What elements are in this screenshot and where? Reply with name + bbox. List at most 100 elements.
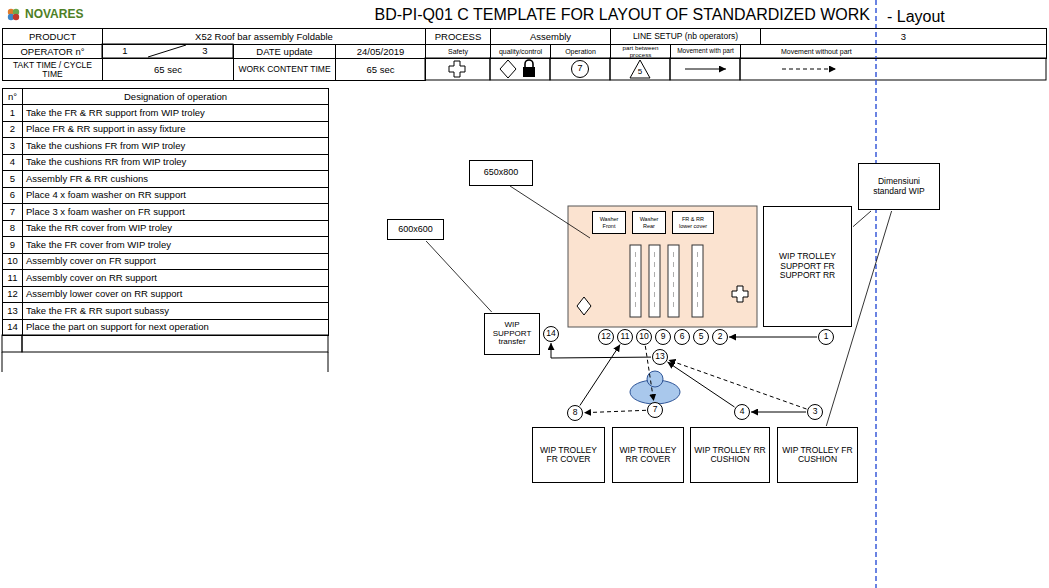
lock-body bbox=[523, 67, 535, 77]
strip-mark bbox=[673, 302, 674, 307]
callout-number: 3 bbox=[813, 407, 818, 416]
legend-heading: Safety bbox=[425, 44, 491, 59]
strip-mark bbox=[673, 292, 674, 297]
callout-leader bbox=[510, 186, 590, 238]
wip-support: WIP SUPPORT transfer bbox=[484, 313, 540, 355]
header-cell: PROCESS bbox=[425, 28, 491, 45]
operation-number: 4 bbox=[2, 154, 23, 172]
quality-diamond bbox=[500, 60, 516, 78]
strip-mark bbox=[654, 292, 655, 297]
symbol-cell bbox=[670, 58, 740, 80]
operator-number: 1 bbox=[110, 44, 140, 58]
header-cell: LINE SETUP (nb operators) bbox=[610, 28, 761, 45]
quality-diamond bbox=[577, 297, 591, 315]
operator-figure bbox=[630, 371, 680, 404]
fixture-strip bbox=[630, 245, 641, 317]
operation-number: 3 bbox=[2, 137, 23, 155]
header-cell: X52 Roof bar assembly Foldable bbox=[102, 28, 426, 45]
strip-mark bbox=[635, 262, 636, 267]
box-label: 5 bbox=[638, 68, 642, 77]
operation-number: 5 bbox=[2, 170, 23, 188]
callout-number: 5 bbox=[699, 332, 704, 341]
step-number: 7 bbox=[647, 402, 663, 418]
wip-trolley: WIP TROLLEY FR CUSHION bbox=[777, 427, 858, 483]
fixture-part-box: FR & RR lower cover bbox=[672, 211, 714, 234]
logo-text: NOVARES bbox=[22, 5, 112, 23]
box-label: WIP TROLLEY RR COVER bbox=[615, 446, 681, 465]
box-label: FR & RR lower cover bbox=[675, 216, 711, 228]
note-callout: Dimensiuni standard WIP bbox=[858, 163, 940, 210]
fixture-strip bbox=[692, 245, 703, 317]
step-number: 4 bbox=[734, 404, 750, 420]
operation-number: 6 bbox=[2, 187, 23, 205]
table-border bbox=[2, 352, 3, 372]
symbol-cell bbox=[550, 58, 610, 80]
header-cell: PRODUCT bbox=[2, 28, 103, 45]
triangle-outline bbox=[630, 60, 650, 78]
movement-with-part bbox=[729, 337, 817, 338]
operation-text: Place 3 x foam washer on FR support bbox=[22, 203, 329, 221]
strip-mark bbox=[673, 262, 674, 267]
callout-number: 7 bbox=[577, 64, 582, 74]
operation-number: 14 bbox=[2, 319, 23, 337]
symbol-cell bbox=[740, 58, 1046, 80]
operation-text: Take the cushions FR from WIP troley bbox=[22, 137, 329, 155]
callout-number: 8 bbox=[573, 408, 578, 417]
step-number: 3 bbox=[807, 404, 823, 420]
title-suffix: - Layout bbox=[884, 6, 984, 28]
movement-with-part-arrow bbox=[685, 69, 726, 70]
table-header: Designation of operation bbox=[22, 88, 329, 105]
callout-number: 11 bbox=[621, 332, 630, 341]
strip-mark bbox=[654, 262, 655, 267]
strip-mark bbox=[654, 282, 655, 287]
movement-without-part bbox=[584, 410, 646, 412]
dimension-callout: 650x800 bbox=[469, 160, 533, 186]
wip-trolley: WIP TROLLEY RR COVER bbox=[612, 427, 684, 483]
step-number: 6 bbox=[674, 329, 690, 345]
box-label: Washer Front bbox=[595, 216, 623, 228]
fixture-part-box: Washer Front bbox=[592, 211, 626, 234]
callout-number: 9 bbox=[661, 332, 666, 341]
strip-mark bbox=[697, 292, 698, 297]
strip-mark bbox=[697, 302, 698, 307]
lock-shackle bbox=[525, 60, 533, 67]
strip-mark bbox=[635, 282, 636, 287]
legend-heading: quality/control bbox=[490, 44, 551, 59]
movement-with-part bbox=[751, 412, 806, 413]
header-cell: WORK CONTENT TIME bbox=[233, 58, 336, 81]
callout-number: 4 bbox=[740, 407, 745, 416]
fixture-strips bbox=[630, 245, 703, 317]
header-cell: 65 sec bbox=[102, 58, 234, 81]
strip-mark bbox=[697, 252, 698, 257]
operation-number: 7 bbox=[2, 203, 23, 221]
strip-mark bbox=[635, 272, 636, 277]
leader-line bbox=[853, 211, 871, 227]
operation-number: 8 bbox=[2, 220, 23, 238]
empty-cell bbox=[22, 335, 328, 352]
safety-cross bbox=[732, 286, 748, 302]
fixture-strip bbox=[668, 245, 679, 317]
movement-without-part bbox=[669, 360, 807, 409]
strip-mark bbox=[635, 302, 636, 307]
leader-line bbox=[426, 241, 492, 312]
operation-text: Take the FR & RR suport subassy bbox=[22, 302, 329, 320]
operator-count: 3 bbox=[190, 44, 220, 58]
table-header: n° bbox=[2, 88, 23, 105]
step-number: 12 bbox=[598, 329, 614, 345]
box-label: 650x800 bbox=[484, 168, 519, 178]
callout-number: 7 bbox=[653, 405, 658, 414]
logo-icon bbox=[8, 9, 19, 20]
wip-trolley: WIP TROLLEY SUPPORT FR SUPPORT RR bbox=[763, 206, 852, 327]
box-label: WIP TROLLEY RR CUSHION bbox=[693, 446, 767, 465]
legend-heading: part between process bbox=[610, 44, 671, 59]
fixture-part-box: Washer Rear bbox=[632, 211, 666, 234]
operation-number: 9 bbox=[2, 236, 23, 254]
wip-trolley: WIP TROLLEY RR CUSHION bbox=[690, 427, 770, 483]
operation-number: 1 bbox=[2, 104, 23, 122]
empty-cell bbox=[2, 335, 22, 352]
strip-mark bbox=[697, 272, 698, 277]
operation-text: Place FR & RR support in assy fixture bbox=[22, 121, 329, 139]
step-number: 2 bbox=[712, 329, 728, 345]
operation-text: Assembly lower cover on RR support bbox=[22, 286, 329, 304]
operation-number: 10 bbox=[2, 253, 23, 271]
